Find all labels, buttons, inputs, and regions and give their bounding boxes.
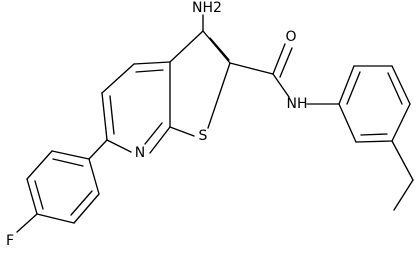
bond-fphenyl-4 — [36, 213, 75, 224]
bond-c3-c2-double — [209, 37, 230, 61]
bond-n-c7a — [149, 126, 171, 154]
bond-ethyl-ch2 — [391, 140, 414, 181]
pyridine-nitrogen-label: N — [135, 145, 145, 161]
sulfur-label: S — [199, 128, 208, 144]
bond-c3a-c4 — [133, 61, 171, 65]
bond-c5-c6-double — [109, 95, 115, 135]
carbonyl-oxygen-label: O — [285, 29, 296, 45]
bond-fphenyl-3 — [26, 178, 38, 215]
bond-c2-carbonyl — [229, 62, 274, 75]
bond-n-c7a-double — [144, 122, 163, 145]
bond-c6-n — [106, 139, 132, 153]
bond-c3-c2 — [202, 30, 231, 64]
atom-labels: NH2 O NH S N F — [6, 0, 308, 249]
bond-c3-c3a — [169, 30, 204, 63]
bond-lines — [16, 14, 414, 233]
bond-ethylphenyl-3-double — [387, 72, 403, 105]
bond-carbonyl-nh — [272, 73, 290, 98]
bond-ethyl-ch3 — [393, 179, 414, 211]
bond-fphenyl-3-double — [34, 180, 44, 210]
amine-label: NH2 — [192, 0, 222, 16]
bond-c3a-c4-double — [135, 69, 164, 73]
bond-fphenyl-1 — [51, 150, 90, 160]
bond-carbonyl-o — [272, 43, 286, 75]
bond-fphenyl-1-double — [52, 158, 84, 167]
bond-fphenyl-5 — [73, 193, 100, 224]
bond-c5-c6 — [101, 92, 108, 141]
amide-nitrogen-label: NH — [287, 96, 308, 112]
bond-fphenyl-5-double — [70, 190, 93, 216]
bond-ethylphenyl-3 — [391, 65, 411, 105]
bond-s-c7a — [169, 126, 195, 137]
bond-ethylphenyl-1 — [338, 65, 355, 105]
bond-fphenyl-2 — [26, 150, 53, 180]
bond-ethylphenyl-4 — [391, 103, 411, 142]
bond-ethylphenyl-1-double — [346, 71, 361, 105]
bond-c4-c5 — [101, 63, 135, 94]
bond-ethylphenyl-5-double — [360, 133, 388, 136]
bond-fphenyl-6 — [88, 158, 100, 195]
bond-ethylphenyl-5 — [355, 140, 393, 143]
bond-c2-s — [207, 62, 231, 129]
bond-ethylphenyl-6 — [338, 103, 357, 143]
bond-carbonyl-o-double — [279, 47, 293, 78]
bond-c6-phenyl — [88, 139, 108, 160]
bond-fphenyl-f — [16, 213, 38, 233]
fluorine-label: F — [6, 233, 14, 249]
